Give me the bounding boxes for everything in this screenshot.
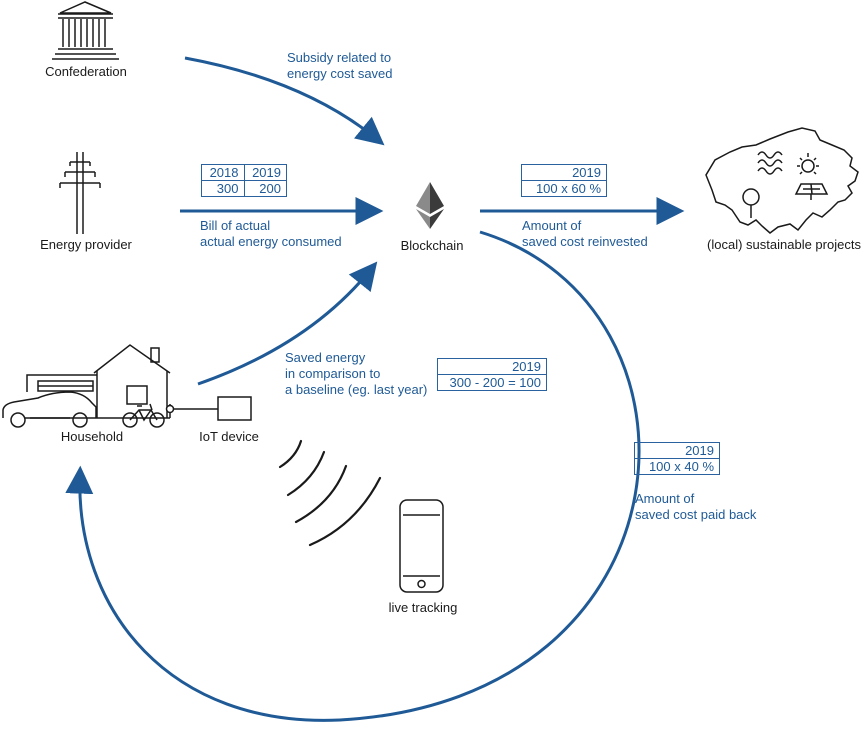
label-subsidy: Subsidy related to energy cost saved [287, 50, 393, 81]
ethereum-logo-icon [416, 182, 444, 229]
table-bill-year-2018: 2018 [202, 165, 245, 181]
garage-icon [26, 374, 97, 392]
iot-connection [165, 404, 218, 418]
table-reinvested-year: 2019 [522, 165, 606, 181]
switzerland-map-icon [705, 127, 859, 234]
table-bill: 2018 2019 300 200 [201, 164, 287, 197]
iot-device-icon [217, 396, 252, 421]
table-reinvested-value: 100 x 60 % [535, 181, 601, 196]
node-energy-provider: Energy provider [40, 237, 132, 252]
label-paid-back: Amount of saved cost paid back [635, 491, 757, 522]
label-saved-energy: Saved energy in comparison to a baseline… [285, 350, 428, 397]
table-paid-back-value: 100 x 40 % [648, 459, 714, 474]
smartphone-icon [399, 499, 444, 593]
table-paid-back-year: 2019 [635, 443, 719, 459]
table-bill-year-2019: 2019 [244, 165, 286, 181]
table-saved-year: 2019 [438, 359, 546, 375]
car-icon [2, 391, 97, 428]
node-live-tracking: live tracking [388, 600, 458, 615]
table-bill-value-2018: 300 [202, 180, 245, 196]
node-sustainable-projects: (local) sustainable projects [707, 237, 861, 252]
government-building-icon [52, 1, 119, 60]
node-iot-device: IoT device [199, 429, 259, 444]
table-saved-value: 300 - 200 = 100 [449, 375, 541, 390]
table-bill-value-2019: 200 [259, 181, 281, 196]
table-paid-back: 2019 100 x 40 % [634, 442, 720, 475]
node-blockchain: Blockchain [400, 238, 464, 253]
label-reinvested: Amount of saved cost reinvested [522, 218, 648, 249]
arrow-subsidy [184, 56, 385, 146]
arrow-paid-back [65, 230, 641, 722]
table-reinvested: 2019 100 x 60 % [521, 164, 607, 197]
power-pylon-icon [59, 152, 101, 234]
node-household: Household [60, 429, 124, 444]
bicycle-icon [122, 403, 165, 428]
node-confederation: Confederation [45, 64, 127, 79]
label-bill: Bill of actual actual energy consumed [200, 218, 342, 249]
signal-waves-icon [278, 439, 382, 547]
table-saved: 2019 300 - 200 = 100 [437, 358, 547, 391]
arrow-saved-energy [197, 261, 378, 386]
